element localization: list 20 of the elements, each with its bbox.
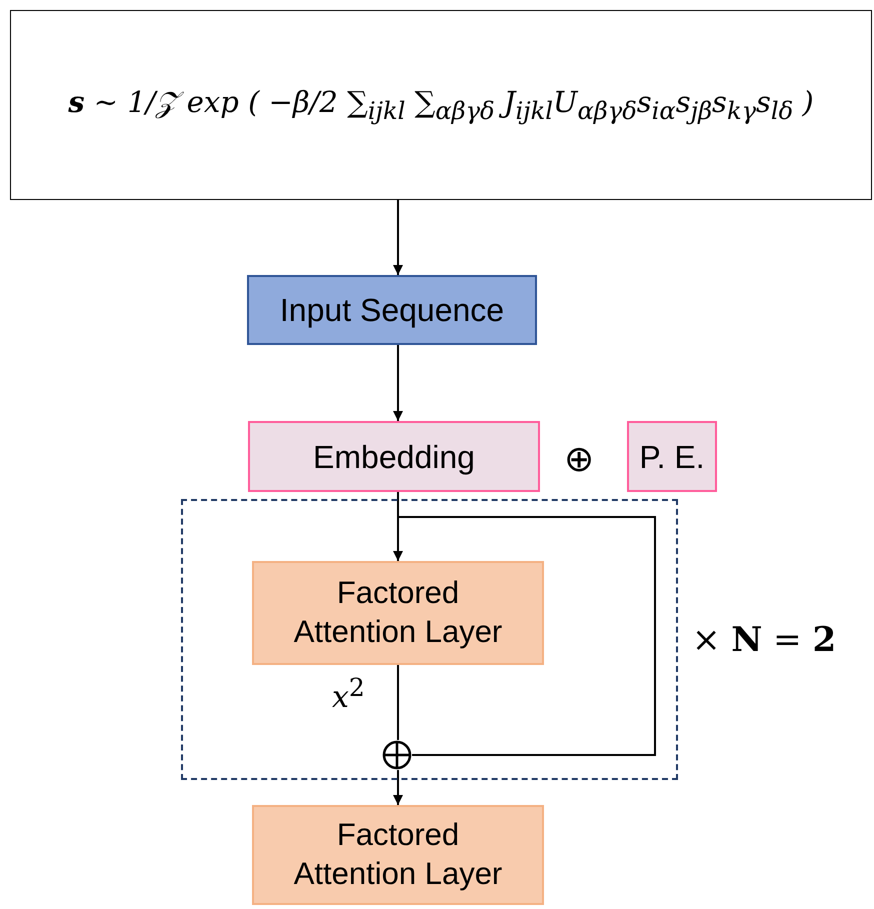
repeat-count: × N = 2 xyxy=(692,620,836,660)
box-label: Factored Attention Layer xyxy=(292,816,504,893)
repeat-block xyxy=(181,499,678,780)
sum-circle xyxy=(382,740,412,770)
arrow xyxy=(393,200,403,275)
formula-box xyxy=(10,10,872,200)
embedding-box xyxy=(248,421,540,492)
embedding-box xyxy=(627,421,717,492)
box-label: Embedding xyxy=(313,438,475,476)
arrow xyxy=(393,345,403,421)
layer-box xyxy=(252,805,544,905)
connector-line xyxy=(397,665,399,740)
box-label: P. E. xyxy=(639,438,705,476)
box-label: Factored Attention Layer xyxy=(292,574,504,651)
layer-box xyxy=(252,561,544,665)
direct-sum-symbol: ⊕ xyxy=(564,438,594,480)
formula: s ∼ 1/𝒵 exp ( −β/2 ∑$_{ijkl}$ ∑$_{αβγδ}$ J$_{ijkl}$U$_{αβγδ}$s$_{iα}$s$_{jβ}$s$_{kγ}$s$_{lδ}$ ) xyxy=(68,84,814,126)
arrow xyxy=(393,770,403,805)
box-label: Input Sequence xyxy=(280,291,504,330)
input-box xyxy=(247,275,537,345)
